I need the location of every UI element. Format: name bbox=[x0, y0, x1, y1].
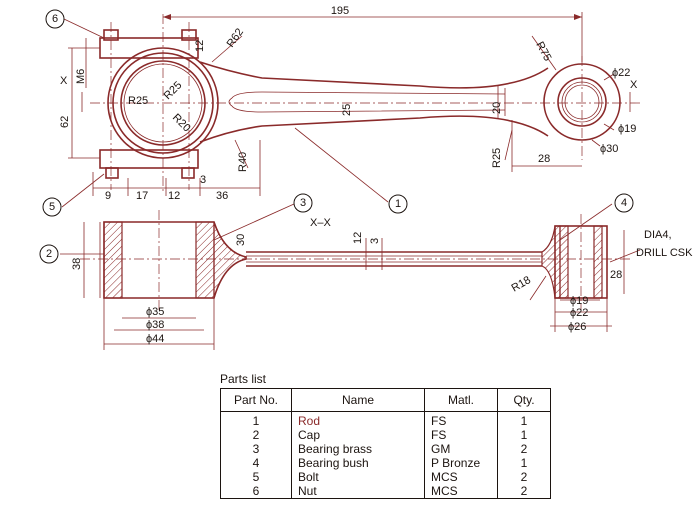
bubble-1: 1 bbox=[388, 194, 408, 214]
dim-r62: R62 bbox=[225, 26, 246, 49]
dim-r40: R40 bbox=[237, 152, 249, 172]
note-drill-csk: DRILL CSK bbox=[636, 247, 693, 259]
dim-17: 17 bbox=[136, 190, 148, 202]
cell-qty: 1 bbox=[497, 411, 551, 428]
front-view bbox=[61, 12, 640, 208]
dim-phi22: ϕ22 bbox=[612, 67, 630, 79]
dim-phi35: ϕ35 bbox=[146, 306, 164, 318]
bubble-3: 3 bbox=[293, 193, 313, 213]
bubble-5: 5 bbox=[42, 197, 62, 217]
label-section-xx: X–X bbox=[310, 217, 331, 229]
svg-text:1: 1 bbox=[395, 198, 401, 210]
dim-phi38: ϕ38 bbox=[146, 319, 164, 331]
note-dia4: DIA4, bbox=[644, 229, 672, 241]
dim-r18: R18 bbox=[510, 274, 533, 294]
table-row: 2 Cap FS 1 bbox=[220, 428, 551, 442]
dim-28-b: 28 bbox=[610, 269, 622, 281]
dim-3-a: 3 bbox=[200, 174, 206, 186]
cell-matl: P Bronze bbox=[424, 456, 498, 470]
cell-name: Bearing bush bbox=[291, 456, 425, 470]
cell-part-no: 3 bbox=[220, 442, 292, 456]
label-x-left: X bbox=[60, 75, 68, 87]
dim-62: 62 bbox=[59, 116, 71, 128]
dim-30: 30 bbox=[235, 234, 247, 246]
cell-part-no: 1 bbox=[220, 411, 292, 428]
dim-phi30: ϕ30 bbox=[600, 143, 618, 155]
svg-text:2: 2 bbox=[46, 248, 52, 260]
dim-9: 9 bbox=[105, 190, 111, 202]
table-row: 4 Bearing bush P Bronze 1 bbox=[220, 456, 551, 470]
parts-list: Parts list Part No. Name Matl. Qty. 1 Ro… bbox=[220, 372, 551, 499]
dim-r75: R75 bbox=[533, 40, 553, 63]
table-row: 1 Rod FS 1 bbox=[220, 411, 551, 428]
bubble-4: 4 bbox=[614, 193, 634, 213]
header-part-no: Part No. bbox=[220, 388, 292, 412]
section-view bbox=[60, 203, 641, 350]
dim-12-b: 12 bbox=[168, 190, 180, 202]
cell-matl: GM bbox=[424, 442, 498, 456]
table-row: 6 Nut MCS 2 bbox=[220, 484, 551, 499]
table-row: 3 Bearing brass GM 2 bbox=[220, 442, 551, 456]
parts-list-title: Parts list bbox=[220, 372, 267, 386]
dim-20: 20 bbox=[491, 102, 503, 114]
dim-12-top: 12 bbox=[194, 40, 206, 52]
dim-phi19-b: ϕ19 bbox=[570, 295, 588, 307]
cell-part-no: 4 bbox=[220, 456, 292, 470]
parts-table: Part No. Name Matl. Qty. 1 Rod FS 1 2 Ca… bbox=[220, 388, 551, 499]
svg-text:3: 3 bbox=[300, 197, 306, 209]
dim-38: 38 bbox=[71, 258, 83, 270]
parts-header-row: Part No. Name Matl. Qty. bbox=[220, 388, 551, 412]
cell-matl: MCS bbox=[424, 484, 498, 499]
dim-r25-c: R25 bbox=[491, 148, 503, 168]
header-qty: Qty. bbox=[497, 388, 551, 412]
dim-m6: M6 bbox=[75, 69, 87, 84]
bubble-6: 6 bbox=[45, 9, 65, 29]
cell-name: Nut bbox=[291, 484, 425, 499]
cell-matl: MCS bbox=[424, 470, 498, 484]
cell-name: Cap bbox=[291, 428, 425, 442]
cell-qty: 2 bbox=[497, 470, 551, 484]
header-matl: Matl. bbox=[424, 388, 498, 412]
cell-qty: 2 bbox=[497, 442, 551, 456]
cell-qty: 1 bbox=[497, 428, 551, 442]
cell-matl: FS bbox=[424, 428, 498, 442]
cell-name: Rod bbox=[291, 411, 425, 428]
cell-matl: FS bbox=[424, 411, 498, 428]
label-x-right: X bbox=[630, 79, 638, 91]
dim-28-a: 28 bbox=[538, 153, 550, 165]
dim-phi19: ϕ19 bbox=[618, 123, 636, 135]
cell-part-no: 2 bbox=[220, 428, 292, 442]
header-name: Name bbox=[291, 388, 425, 412]
svg-text:5: 5 bbox=[49, 201, 55, 213]
svg-text:4: 4 bbox=[621, 197, 627, 209]
cell-qty: 2 bbox=[497, 484, 551, 499]
dim-12-c: 12 bbox=[352, 232, 364, 244]
dim-phi26: ϕ26 bbox=[568, 321, 586, 333]
dim-phi44: ϕ44 bbox=[146, 333, 164, 345]
dim-3-b: 3 bbox=[369, 238, 381, 244]
svg-text:6: 6 bbox=[52, 13, 58, 25]
cell-qty: 1 bbox=[497, 456, 551, 470]
dim-25: 25 bbox=[341, 104, 353, 116]
cell-part-no: 6 bbox=[220, 484, 292, 499]
table-row: 5 Bolt MCS 2 bbox=[220, 470, 551, 484]
dim-195: 195 bbox=[331, 5, 349, 17]
bubble-2: 2 bbox=[39, 244, 59, 264]
cell-name: Bearing brass bbox=[291, 442, 425, 456]
part-bubbles: 6 5 1 3 4 2 bbox=[39, 9, 634, 264]
dim-36: 36 bbox=[216, 190, 228, 202]
dim-r25-a: R25 bbox=[128, 95, 148, 107]
dim-phi22-b: ϕ22 bbox=[570, 307, 588, 319]
cell-part-no: 5 bbox=[220, 470, 292, 484]
cell-name: Bolt bbox=[291, 470, 425, 484]
dim-r25-b: R25 bbox=[162, 79, 185, 102]
front-view-dimensions: 195 R62 R75 12 M6 62 R25 R25 R20 25 20 R… bbox=[59, 5, 638, 202]
